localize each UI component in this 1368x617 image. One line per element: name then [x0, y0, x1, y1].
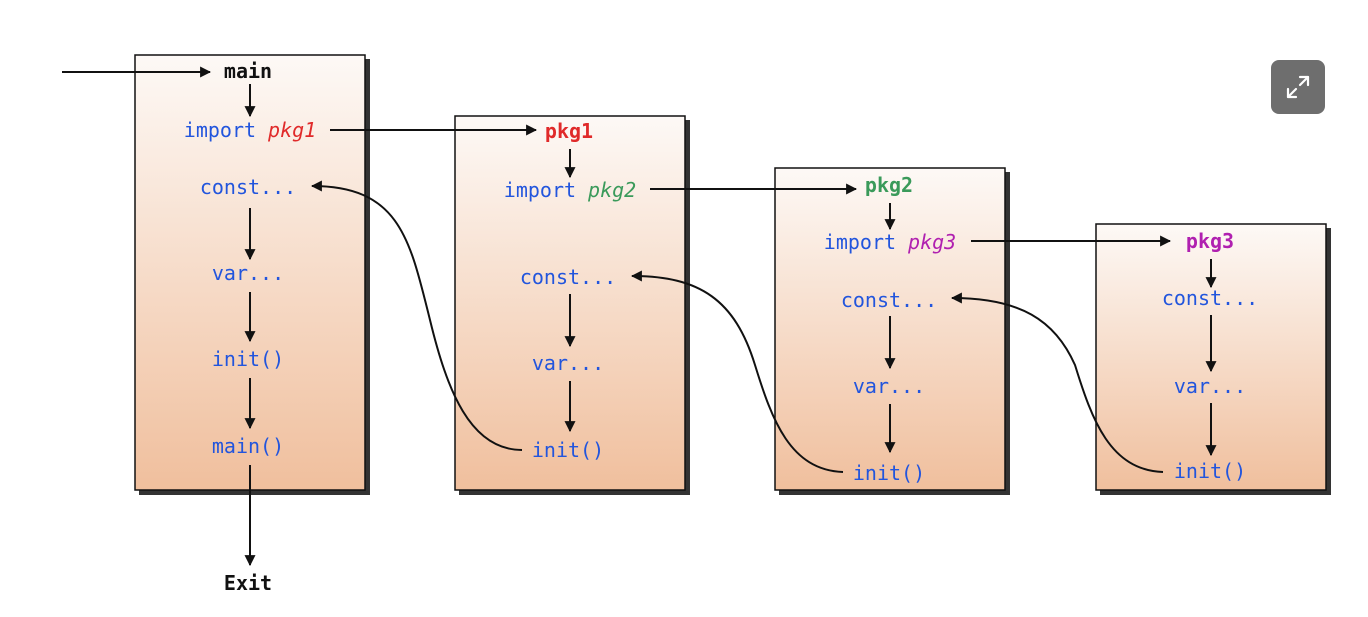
exit-label: Exit	[224, 571, 272, 595]
main-import-keyword: import	[184, 118, 256, 142]
pkg1-init: init()	[532, 438, 604, 462]
return-pkg1-to-main	[310, 180, 523, 451]
main-var: var...	[212, 261, 284, 285]
main-import-target: pkg1	[267, 118, 316, 142]
expand-icon	[1286, 75, 1310, 99]
expand-button[interactable]	[1271, 60, 1325, 114]
pkg1-import-keyword: import	[504, 178, 576, 202]
flow-arrows	[62, 66, 1217, 567]
pkg3-const: const...	[1162, 286, 1258, 310]
pkg1-import-target: pkg2	[587, 178, 636, 202]
pkg2-import-keyword: import	[824, 230, 896, 254]
return-pkg2-to-pkg1	[630, 270, 844, 473]
pkg3-label: pkg3	[1186, 229, 1234, 253]
pkg2-label: pkg2	[865, 173, 913, 197]
pkg1-var: var...	[532, 351, 604, 375]
pkg1-import-line: import pkg2	[504, 178, 636, 202]
pkg2-init: init()	[853, 461, 925, 485]
main-label: main	[224, 59, 272, 83]
pkg2-import-line: import pkg3	[824, 230, 956, 254]
pkg2-const: const...	[841, 288, 937, 312]
pkg1-label: pkg1	[545, 119, 593, 143]
main-main-fn: main()	[212, 434, 284, 458]
pkg2-var: var...	[853, 374, 925, 398]
pkg2-import-target: pkg3	[907, 230, 956, 254]
main-init: init()	[212, 347, 284, 371]
pkg3-init: init()	[1174, 459, 1246, 483]
return-pkg3-to-pkg2	[950, 292, 1164, 473]
main-const: const...	[200, 175, 296, 199]
main-import-line: import pkg1	[184, 118, 316, 142]
pkg1-const: const...	[520, 265, 616, 289]
pkg3-var: var...	[1174, 374, 1246, 398]
